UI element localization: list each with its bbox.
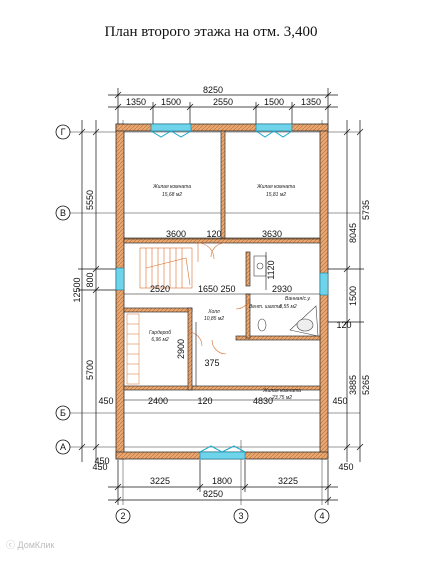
dim-bottom-side-left: 450	[92, 462, 107, 472]
dim-right-2: 8045	[348, 223, 358, 243]
axis-bubble-3: 3	[233, 508, 249, 524]
room-bath-name: Ванная/с.у.	[285, 296, 311, 302]
svg-text:Б: Б	[60, 408, 66, 418]
dim-lower-3: 4830	[253, 396, 273, 406]
doors	[187, 242, 251, 355]
svg-text:В: В	[60, 208, 66, 218]
dim-lower-2: 120	[197, 396, 212, 406]
dim-top-3: 2550	[213, 97, 233, 107]
dim-bottom-1: 3225	[150, 476, 170, 486]
dim-right-4: 3885	[348, 375, 358, 395]
dim-top-5: 1350	[301, 97, 321, 107]
dim-left-1: 5550	[85, 190, 95, 210]
axis-bubble-v: В	[55, 205, 71, 221]
dim-right-3: 1500	[348, 286, 358, 306]
dim-upper-2: 120	[206, 229, 221, 239]
dim-lower-1: 2400	[148, 396, 168, 406]
bottom-dimension-lines	[108, 460, 338, 505]
dim-left-3: 5700	[85, 360, 95, 380]
dim-top-4: 1500	[264, 97, 284, 107]
axis-bubble-2: 2	[115, 508, 131, 524]
dim-left-450: 450	[94, 456, 109, 466]
top-dimension-lines	[108, 88, 338, 124]
dim-side-450-right: 450	[332, 396, 347, 406]
room-bedroom-bottom-area: 23,75 м2	[271, 395, 292, 401]
dim-bath-1120: 1120	[266, 260, 276, 279]
dim-bottom-side-right: 450	[338, 462, 353, 472]
room-bath-area: 8,55 м2	[279, 304, 297, 310]
axis-bubble-a: А	[55, 439, 71, 455]
watermark: ⓒ ДомКлик	[6, 540, 55, 550]
dim-bath-120: 120	[336, 320, 351, 330]
plan-title: План второго этажа на отм. 3,400	[104, 24, 318, 40]
dim-375: 375	[204, 358, 219, 368]
dim-top-2: 1500	[161, 97, 181, 107]
dim-bottom-3: 3225	[278, 476, 298, 486]
interior-walls	[123, 130, 321, 391]
room-wardrobe-area: 6,96 м2	[151, 337, 169, 343]
dim-upper-3: 3630	[262, 229, 282, 239]
dim-mid-2: 1650	[198, 284, 218, 294]
room-wardrobe-name: Гардероб	[149, 330, 171, 336]
dim-bottom-2: 1800	[212, 476, 232, 486]
svg-text:4: 4	[319, 511, 324, 521]
dim-mid-1: 2520	[150, 284, 170, 294]
svg-text:А: А	[60, 442, 66, 452]
room-bedroom-right-name: Жилая комната	[256, 184, 295, 190]
dim-upper-1: 3600	[166, 229, 186, 239]
dim-left-2: 800	[85, 272, 95, 287]
room-bedroom-left-area: 15,68 м2	[162, 192, 182, 198]
dim-right-5: 5265	[361, 375, 371, 395]
room-hall-area: 10,85 м2	[204, 316, 224, 322]
wardrobe-shelves	[126, 313, 140, 385]
dim-top-total: 8250	[203, 85, 223, 95]
dim-top-1: 1350	[126, 97, 146, 107]
axis-bubble-4: 4	[314, 508, 330, 524]
windows	[115, 123, 329, 460]
dim-mid-3: 250	[220, 284, 235, 294]
room-bedroom-left-name: Жилая комната	[152, 184, 191, 190]
axis-bubble-g: Г	[55, 124, 71, 140]
dim-bottom-total: 8250	[203, 489, 223, 499]
svg-text:3: 3	[238, 511, 243, 521]
left-dimension-lines	[78, 120, 120, 462]
room-bedroom-right-area: 15,81 м2	[266, 192, 286, 198]
dim-wardrobe-2900: 2900	[176, 339, 186, 359]
dim-right-1: 5735	[361, 200, 371, 220]
dim-mid-4: 2930	[272, 284, 292, 294]
interior-dim-lines	[124, 238, 320, 401]
room-bath-note: Вент. шахта	[249, 304, 281, 310]
svg-text:2: 2	[120, 511, 125, 521]
dim-side-450-left: 450	[98, 396, 113, 406]
svg-text:Г: Г	[61, 127, 66, 137]
room-hall-name: Холл	[207, 309, 220, 315]
axis-bubble-b: Б	[55, 405, 71, 421]
staircase	[139, 247, 193, 289]
room-bedroom-bottom-name: Жилая комната	[262, 388, 301, 394]
dim-left-outer: 12500	[72, 277, 82, 302]
window-sashes	[150, 130, 293, 453]
